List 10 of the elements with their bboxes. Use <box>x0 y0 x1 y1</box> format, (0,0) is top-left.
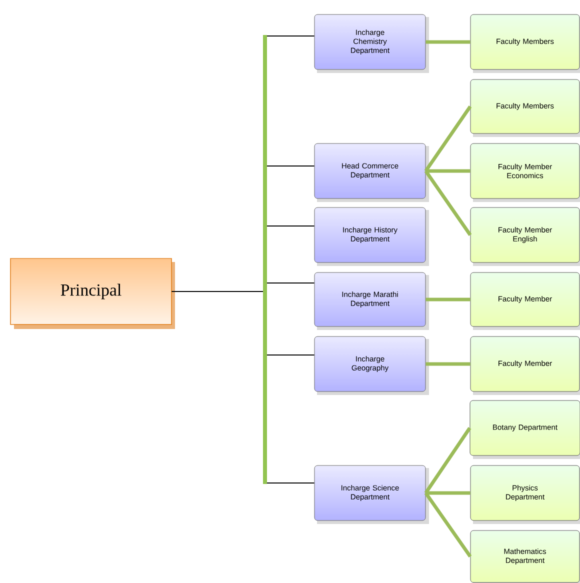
connector <box>426 298 470 302</box>
connector <box>424 427 472 494</box>
connector <box>424 492 472 558</box>
connector <box>426 491 470 495</box>
connector <box>424 170 472 236</box>
connector <box>426 40 470 44</box>
connector <box>426 169 470 173</box>
title-box: Principal <box>10 258 175 329</box>
connector <box>426 362 470 366</box>
connector <box>424 106 472 172</box>
